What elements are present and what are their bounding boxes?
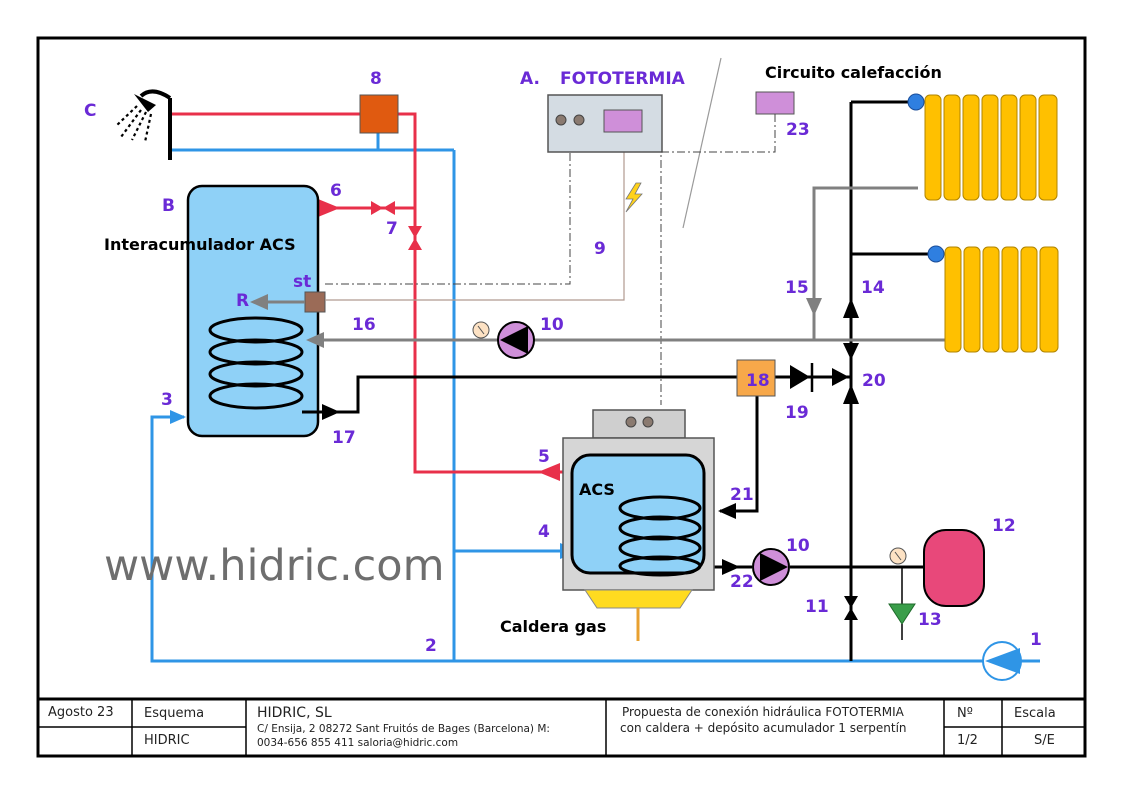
label-22: 22 — [730, 572, 754, 592]
label-b: B — [162, 196, 175, 216]
arrow-21 — [718, 503, 736, 519]
arrow-20-right — [832, 368, 849, 386]
arrow-17 — [322, 404, 340, 420]
label-9: 9 — [594, 239, 606, 259]
valve-11 — [844, 596, 858, 620]
controller-knob-1 — [555, 114, 567, 126]
label-2: 2 — [425, 636, 437, 656]
title-block-company: HIDRIC, SL — [257, 705, 332, 721]
valve-7-horizontal — [371, 201, 395, 215]
radiator-bottom — [927, 245, 1059, 353]
title-block-scale-value: S/E — [1034, 733, 1055, 748]
heating-return-pipes — [318, 186, 945, 342]
thermostat-wire — [660, 114, 776, 405]
arrow-5 — [538, 463, 560, 481]
label-c: C — [84, 101, 97, 121]
thermostatic-mixing-valve — [359, 94, 399, 134]
circulation-pump-22 — [752, 548, 790, 586]
label-8: 8 — [370, 69, 382, 89]
heating-circuit-title: Circuito calefacción — [765, 63, 942, 82]
label-19: 19 — [785, 403, 809, 423]
drawing-frame — [36, 36, 1087, 758]
temperature-sensor-st — [304, 291, 326, 313]
label-12: 12 — [992, 516, 1016, 536]
arrow-20-lower — [843, 384, 859, 404]
drain-funnel-13 — [888, 567, 916, 640]
title-block-number-label: Nº — [957, 706, 973, 721]
label-23: 23 — [786, 120, 810, 140]
dhw-storage-tank — [186, 184, 320, 438]
arrow-16 — [306, 332, 324, 348]
label-18: 18 — [746, 371, 770, 391]
label-11: 11 — [805, 597, 829, 617]
label-6: 6 — [330, 181, 342, 201]
arrow-r — [250, 294, 268, 310]
arrow-15 — [806, 298, 822, 316]
title-block-esquema-label: Esquema — [144, 706, 205, 721]
label-7: 7 — [386, 219, 398, 239]
title-block-address-1: C/ Ensija, 2 08272 Sant Fruitós de Bages… — [257, 723, 550, 735]
label-10-top: 10 — [540, 315, 564, 335]
label-a: A. — [520, 69, 540, 89]
valve-7-vertical — [408, 226, 422, 250]
heat-exchanger-18 — [736, 359, 776, 397]
fototermia-title: FOTOTERMIA — [560, 69, 685, 89]
power-wire — [325, 152, 625, 301]
label-16: 16 — [352, 315, 376, 335]
title-block-description-2: con caldera + depósito acumulador 1 serp… — [620, 721, 907, 735]
arrow-20-upper — [843, 343, 859, 360]
label-1: 1 — [1030, 630, 1042, 650]
shower-head — [115, 89, 172, 160]
title-block-grid — [38, 699, 1085, 756]
room-thermostat — [755, 91, 795, 115]
boiler-acs-label: ACS — [579, 480, 615, 499]
title-block-esquema-value: HIDRIC — [144, 733, 190, 748]
label-21: 21 — [730, 485, 754, 505]
title-block-number-value: 1/2 — [957, 733, 978, 748]
controller-display — [603, 109, 643, 133]
gas-boiler — [562, 409, 715, 641]
tank-coil — [208, 316, 342, 414]
label-14: 14 — [861, 278, 885, 298]
label-13: 13 — [918, 610, 942, 630]
label-st: st — [293, 272, 312, 292]
title-block-address-2: 0034-656 855 411 saloria@hidric.com — [257, 737, 459, 749]
label-r: R — [236, 291, 250, 311]
expansion-vessel — [923, 529, 985, 607]
circulation-pump-16 — [468, 321, 535, 359]
label-5: 5 — [538, 447, 550, 467]
arrow-14 — [843, 298, 859, 318]
arrow-6 — [318, 199, 340, 217]
inlet-check-valve — [982, 641, 1022, 681]
label-3: 3 — [161, 390, 173, 410]
radiator-top — [907, 93, 1058, 201]
label-20: 20 — [862, 371, 886, 391]
controller-knob-2 — [573, 114, 585, 126]
power-icon — [625, 182, 643, 213]
label-10-bottom: 10 — [786, 536, 810, 556]
title-block-description-1: Propuesta de conexión hidráulica FOTOTER… — [622, 705, 904, 719]
arrow-3 — [170, 410, 186, 424]
control-wire-dashdot — [325, 152, 571, 285]
arrow-22 — [722, 559, 740, 575]
separator-slash — [682, 57, 722, 229]
label-4: 4 — [538, 522, 550, 542]
title-block-date: Agosto 23 — [48, 705, 114, 720]
tank-title: Interacumulador ACS — [104, 235, 296, 254]
label-17: 17 — [332, 428, 356, 448]
check-valve-19 — [790, 365, 810, 389]
cold-water-pipes — [150, 133, 1040, 663]
label-15: 15 — [785, 278, 809, 298]
website-watermark: www.hidric.com — [104, 541, 445, 591]
pressure-gauge — [889, 547, 907, 565]
boiler-title: Caldera gas — [500, 617, 607, 636]
title-block-scale-label: Escala — [1014, 706, 1056, 721]
boiler-coil — [618, 495, 702, 577]
